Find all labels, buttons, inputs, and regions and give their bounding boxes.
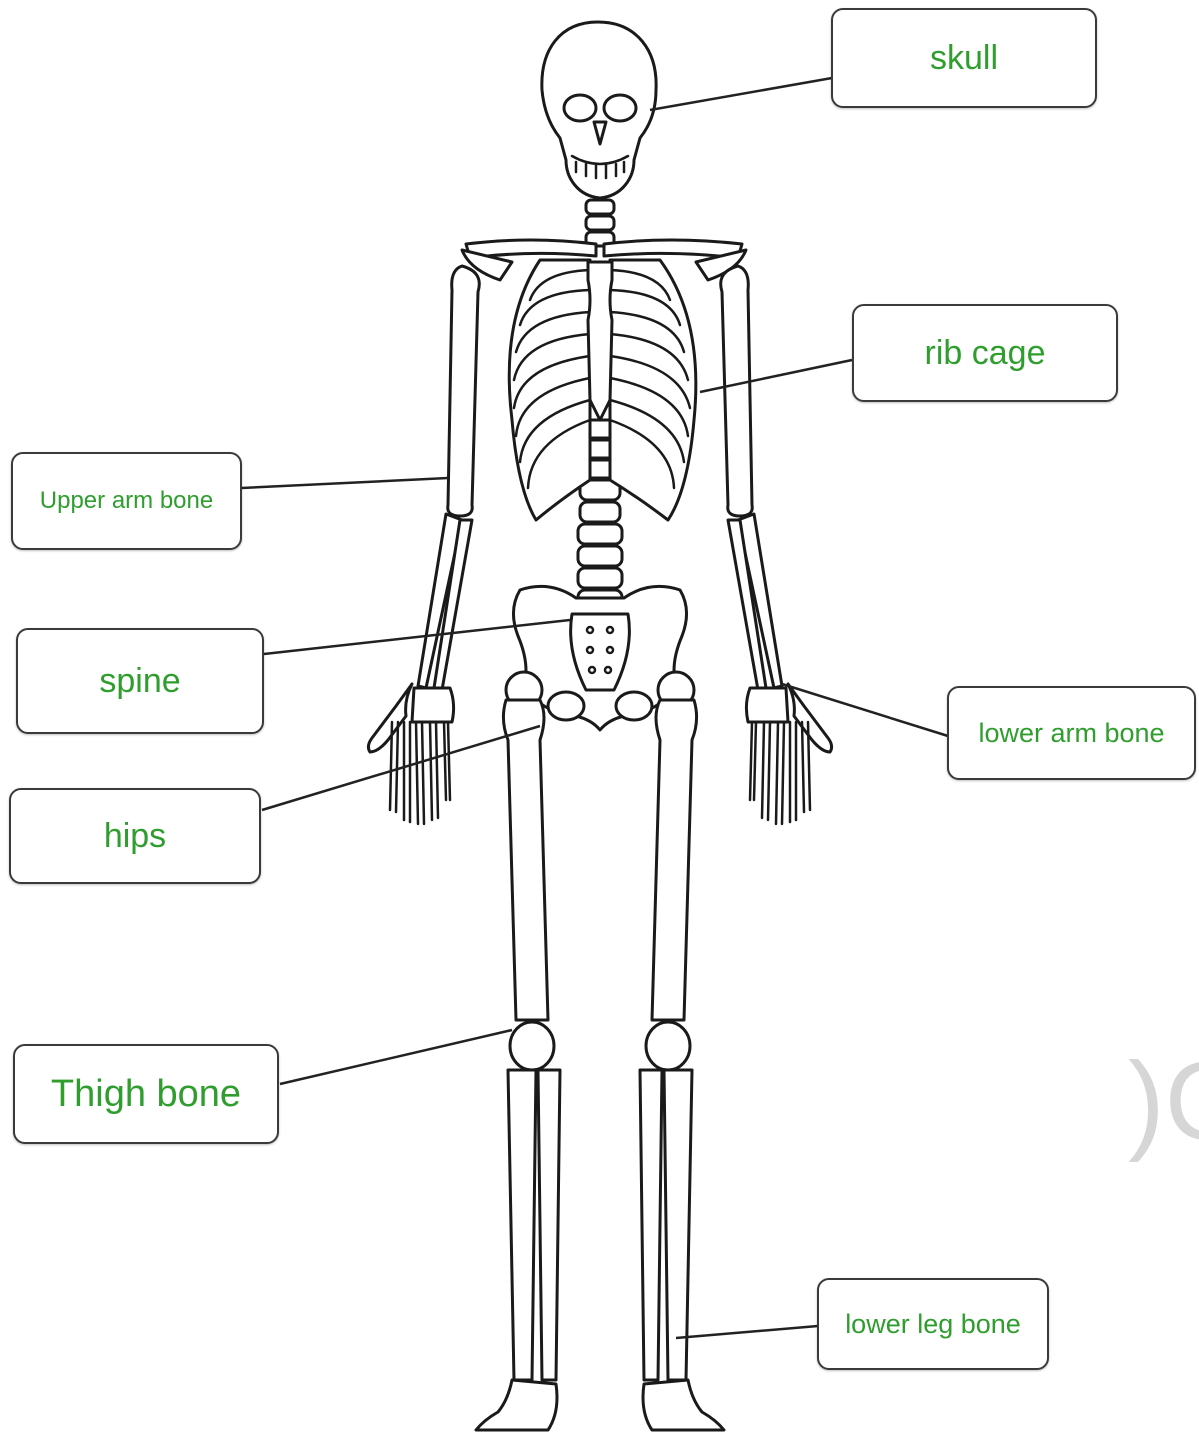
label-spine: spine (16, 628, 264, 734)
thigh-bone-leader-line (280, 1030, 512, 1084)
label-rib-cage: rib cage (852, 304, 1118, 402)
upper-arm-bone-leader-line (242, 478, 448, 488)
left-leg-illustration (476, 672, 560, 1430)
right-leg-illustration (640, 672, 724, 1430)
right-arm-illustration (721, 266, 832, 824)
label-thigh-bone: Thigh bone (13, 1044, 279, 1144)
label-skull: skull (831, 8, 1097, 108)
skull-leader-line (650, 78, 832, 110)
watermark-text: )C (1128, 1038, 1199, 1165)
label-upper-arm-bone: Upper arm bone (11, 452, 242, 550)
label-hips: hips (9, 788, 261, 884)
left-arm-illustration (368, 266, 479, 824)
skull-illustration (542, 22, 656, 198)
hips-leader-line (262, 726, 540, 810)
label-lower-arm-bone: lower arm bone (947, 686, 1196, 780)
lower-leg-bone-leader-line (676, 1326, 818, 1338)
label-lower-leg-bone: lower leg bone (817, 1278, 1049, 1370)
